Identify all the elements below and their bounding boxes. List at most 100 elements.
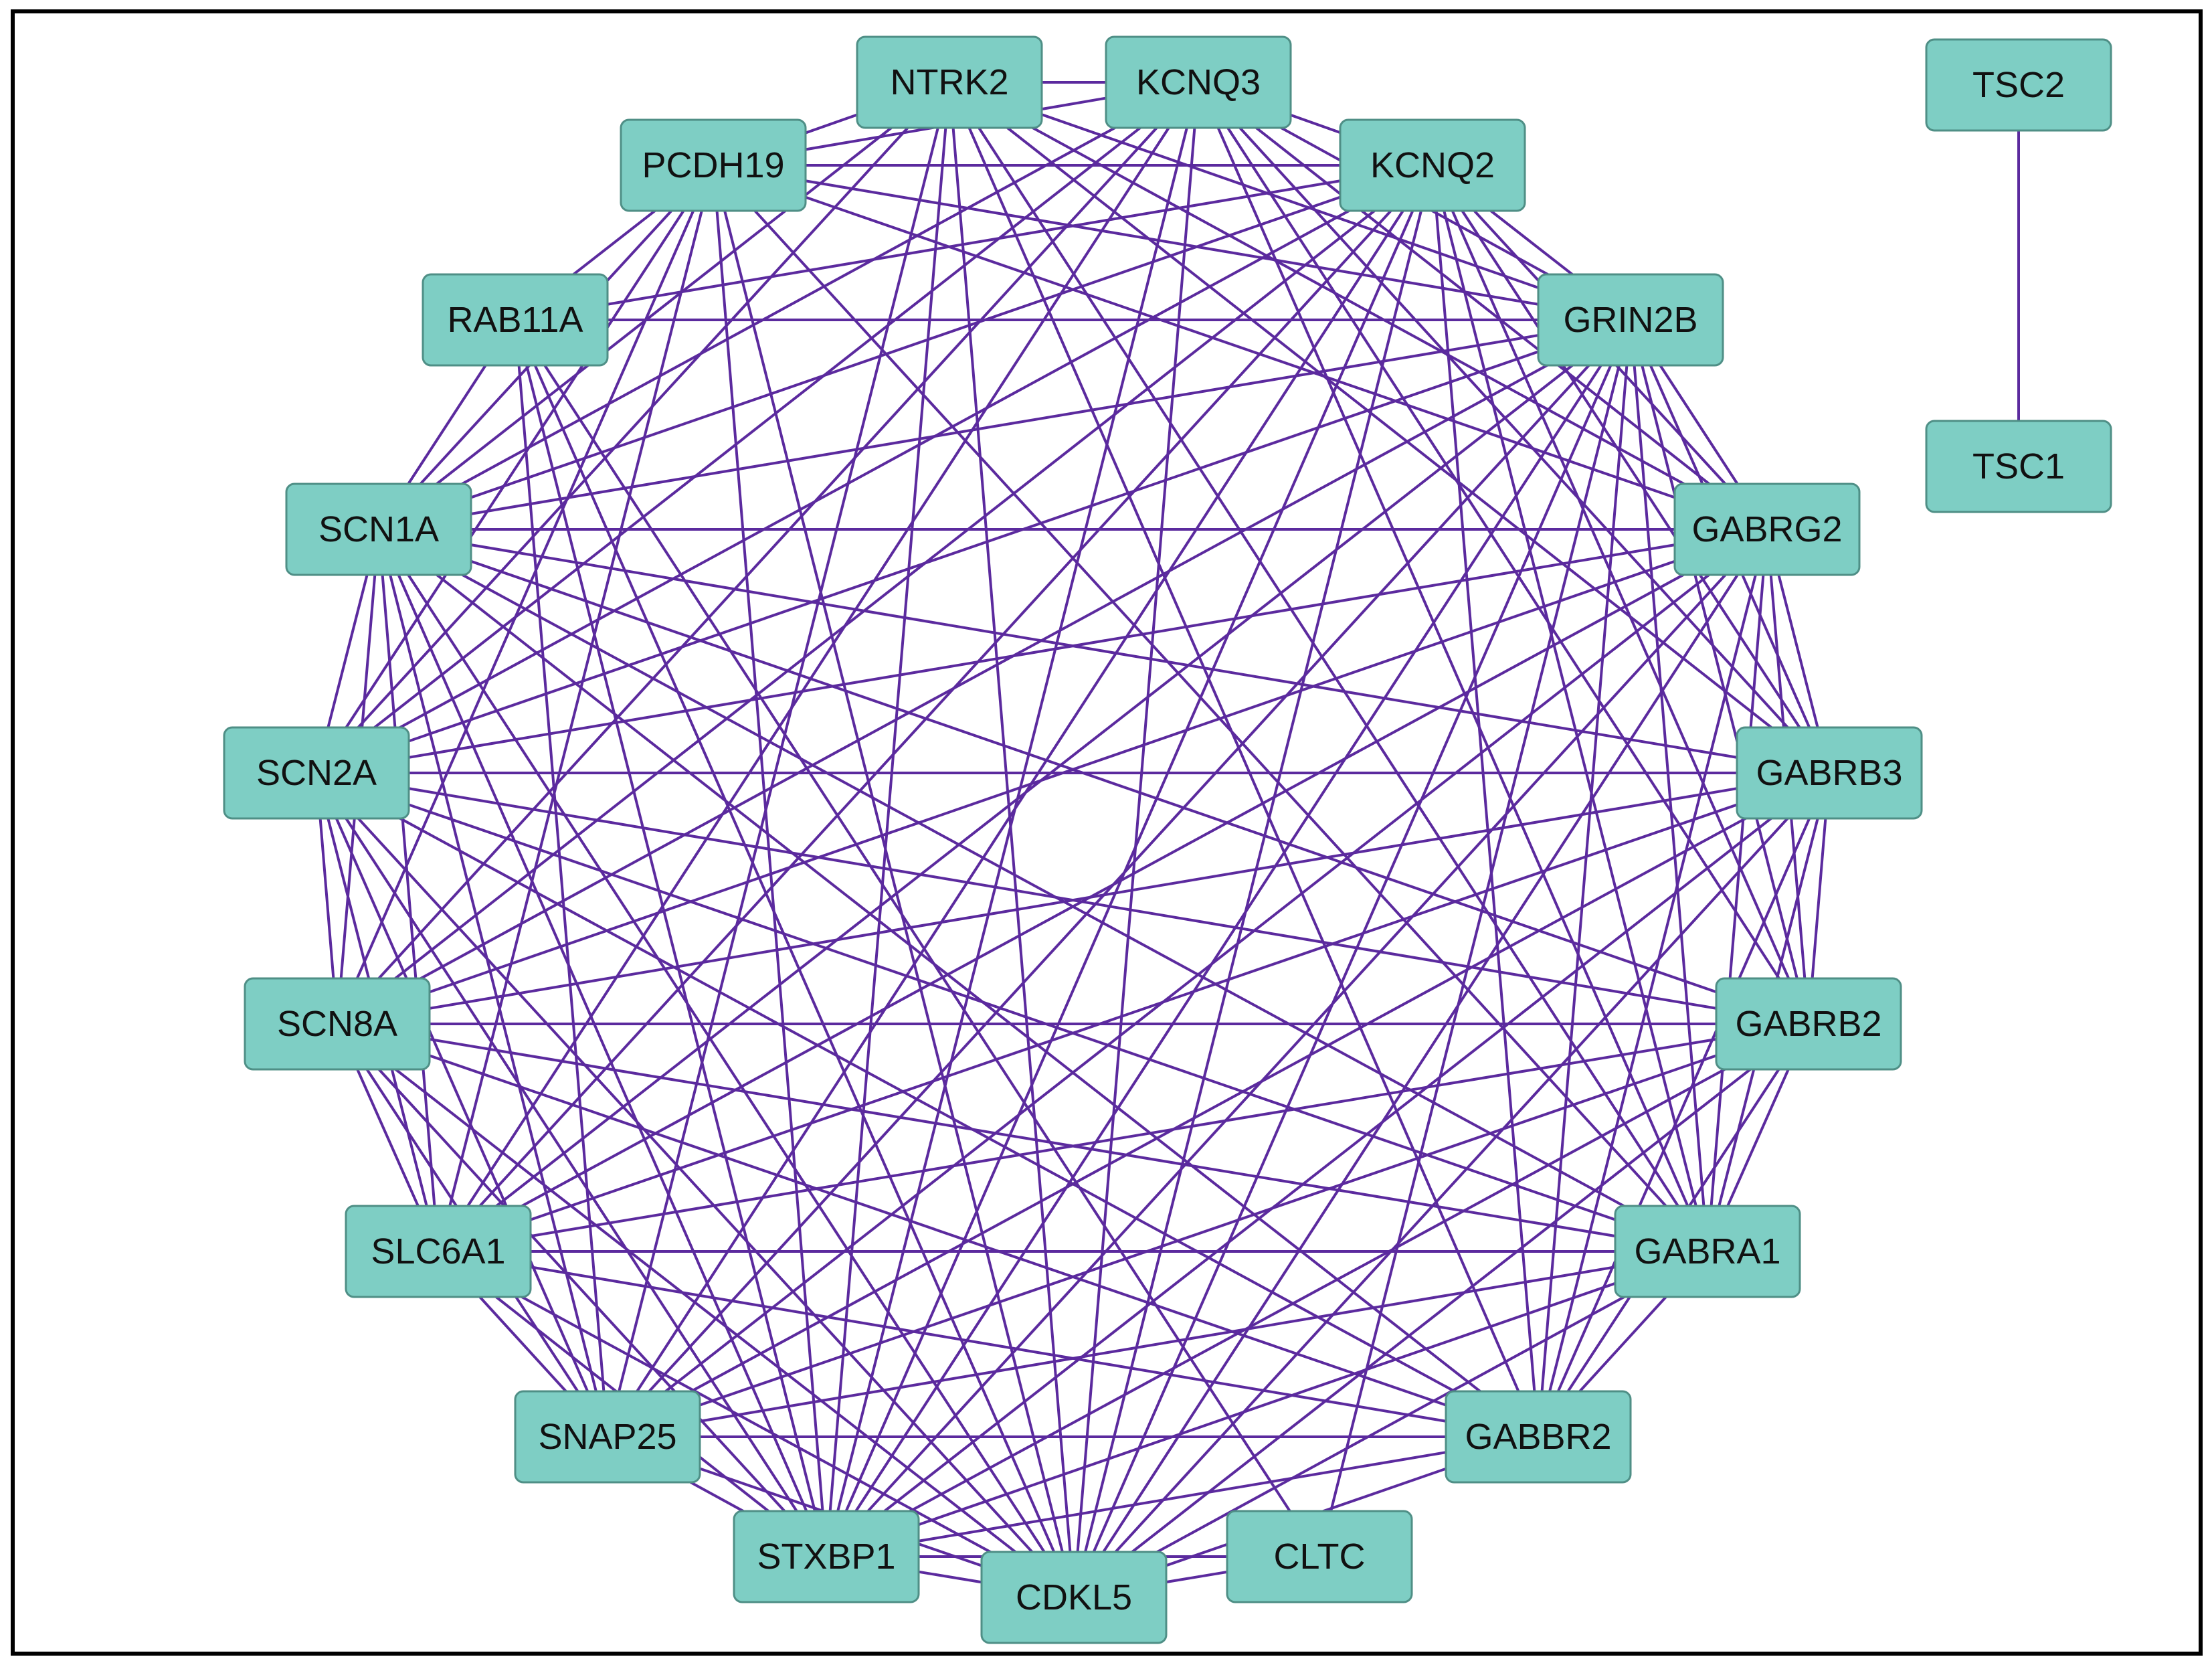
node-label: KCNQ2 xyxy=(1370,145,1495,185)
edge-stxbp1-rab11a xyxy=(514,319,828,1557)
edge-snap25-scn2a xyxy=(315,772,609,1437)
node-scn8a[interactable]: SCN8A xyxy=(244,977,431,1071)
node-label: CLTC xyxy=(1273,1537,1365,1577)
edge-cdkl5-rab11a xyxy=(514,319,1075,1598)
node-gabrb2[interactable]: GABRB2 xyxy=(1715,977,1902,1071)
edge-gabrb3-stxbp1 xyxy=(825,772,1831,1558)
node-gabbr2[interactable]: GABBR2 xyxy=(1445,1390,1632,1484)
edge-kcnq2-slc6a1 xyxy=(437,164,1434,1253)
edge-kcnq3-slc6a1 xyxy=(437,81,1200,1253)
edge-pcdh19-stxbp1 xyxy=(712,165,828,1557)
node-tsc1[interactable]: TSC1 xyxy=(1925,420,2112,513)
node-pcdh19[interactable]: PCDH19 xyxy=(620,118,807,212)
node-box xyxy=(1105,35,1292,129)
edge-ntrk2-gabrg2 xyxy=(949,81,1768,531)
edge-snap25-rab11a xyxy=(514,319,609,1437)
edge-kcnq2-gabbr2 xyxy=(1431,165,1540,1437)
edge-pcdh19-slc6a1 xyxy=(437,165,715,1252)
node-box xyxy=(1537,273,1724,367)
node-box xyxy=(733,1510,920,1603)
edge-stxbp1-scn2a xyxy=(315,772,828,1558)
node-scn1a[interactable]: SCN1A xyxy=(285,483,472,576)
edge-ntrk2-grin2b xyxy=(949,81,1631,321)
node-box xyxy=(980,1551,1168,1644)
node-box xyxy=(1673,483,1861,576)
edge-ntrk2-cdkl5 xyxy=(948,82,1075,1598)
edge-kcnq2-cdkl5 xyxy=(1073,165,1434,1598)
edge-ntrk2-scn2a xyxy=(315,81,951,774)
figure-border xyxy=(11,9,2203,1656)
node-grin2b[interactable]: GRIN2B xyxy=(1537,273,1724,367)
node-rab11a[interactable]: RAB11A xyxy=(422,273,609,367)
edge-gabrb3-snap25 xyxy=(607,772,1830,1438)
edge-gabrg2-stxbp1 xyxy=(825,528,1768,1558)
node-gabrg2[interactable]: GABRG2 xyxy=(1673,483,1861,576)
edge-gabrg2-cdkl5 xyxy=(1073,528,1768,1599)
node-kcnq3[interactable]: KCNQ3 xyxy=(1105,35,1292,129)
edge-stxbp1-scn8a xyxy=(336,1023,828,1558)
edge-pcdh19-grin2b xyxy=(713,164,1631,321)
edge-gabrb3-cdkl5 xyxy=(1073,772,1831,1599)
node-label: SNAP25 xyxy=(538,1417,676,1457)
node-box xyxy=(422,273,609,367)
node-ntrk2[interactable]: NTRK2 xyxy=(856,35,1043,129)
node-box xyxy=(620,118,807,212)
edge-kcnq3-scn8a xyxy=(336,81,1200,1025)
edge-kcnq2-scn1a xyxy=(378,164,1433,531)
edge-grin2b-cltc xyxy=(1318,319,1632,1557)
edge-gabrb3-scn1a xyxy=(378,528,1830,774)
node-box xyxy=(1226,1510,1413,1603)
edge-kcnq3-stxbp1 xyxy=(825,82,1200,1557)
edge-gabrb2-snap25 xyxy=(607,1023,1809,1438)
node-gabra1[interactable]: GABRA1 xyxy=(1614,1205,1801,1298)
edge-cdkl5-scn2a xyxy=(315,772,1075,1599)
edge-pcdh19-scn8a xyxy=(336,165,715,1025)
node-label: STXBP1 xyxy=(757,1537,895,1577)
edge-slc6a1-scn1a xyxy=(377,529,440,1252)
edge-gabra1-snap25 xyxy=(607,1250,1708,1438)
node-box xyxy=(1445,1390,1632,1484)
node-stxbp1[interactable]: STXBP1 xyxy=(733,1510,920,1603)
edge-kcnq2-scn2a xyxy=(316,164,1433,774)
edge-pcdh19-gabrg2 xyxy=(713,164,1768,531)
edge-kcnq3-gabrg2 xyxy=(1197,81,1768,531)
edge-grin2b-gabra1 xyxy=(1629,319,1709,1252)
node-scn2a[interactable]: SCN2A xyxy=(223,726,410,820)
edge-kcnq2-rab11a xyxy=(515,164,1433,321)
node-label: CDKL5 xyxy=(1016,1577,1132,1617)
edge-pcdh19-cdkl5 xyxy=(712,165,1075,1598)
node-box xyxy=(1339,118,1526,212)
edge-gabbr2-scn8a xyxy=(337,1023,1539,1438)
edge-gabra1-scn1a xyxy=(378,528,1708,1253)
node-cltc[interactable]: CLTC xyxy=(1226,1510,1413,1603)
node-slc6a1[interactable]: SLC6A1 xyxy=(345,1205,532,1298)
node-label: SCN1A xyxy=(318,509,439,549)
edge-layer xyxy=(315,81,2020,1599)
edge-pcdh19-gabra1 xyxy=(712,164,1709,1253)
edge-gabrg2-snap25 xyxy=(606,528,1768,1438)
edge-gabra1-cdkl5 xyxy=(1073,1250,1708,1599)
edge-gabrg2-scn2a xyxy=(316,528,1768,774)
edge-grin2b-cdkl5 xyxy=(1073,319,1632,1598)
node-box xyxy=(345,1205,532,1298)
edge-gabbr2-scn1a xyxy=(377,528,1540,1438)
node-label: RAB11A xyxy=(447,300,583,340)
edge-gabrb3-gabbr2 xyxy=(1537,772,1831,1437)
edge-grin2b-gabrb2 xyxy=(1629,319,1810,1025)
node-box xyxy=(1925,420,2112,513)
node-cdkl5[interactable]: CDKL5 xyxy=(980,1551,1168,1644)
node-snap25[interactable]: SNAP25 xyxy=(514,1390,701,1484)
edge-gabra1-scn8a xyxy=(337,1023,1708,1253)
node-tsc2[interactable]: TSC2 xyxy=(1925,38,2112,132)
edge-kcnq2-gabrb3 xyxy=(1431,164,1831,774)
node-box xyxy=(1715,977,1902,1071)
edge-cdkl5-scn1a xyxy=(377,528,1075,1599)
edge-stxbp1-scn1a xyxy=(377,529,828,1557)
node-label: GABRB3 xyxy=(1756,753,1902,793)
node-kcnq2[interactable]: KCNQ2 xyxy=(1339,118,1526,212)
node-label: GABRA1 xyxy=(1634,1231,1780,1272)
node-gabrb3[interactable]: GABRB3 xyxy=(1736,726,1923,820)
edge-snap25-scn1a xyxy=(377,529,609,1437)
edge-kcnq2-gabrb2 xyxy=(1431,165,1810,1025)
